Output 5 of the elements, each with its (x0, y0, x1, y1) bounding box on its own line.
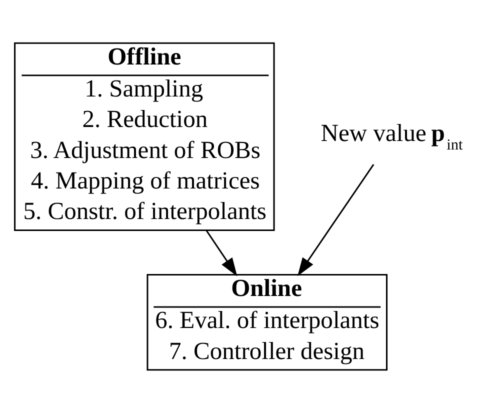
node-box: Offline 1. Sampling 2. Reduction 3. Adjustment of ROBs 4. Mapping of matrices 5. Constr. of interpolants (14, 42, 275, 231)
node-text: New value p$_{int}$ (320, 120, 463, 153)
arrow (298, 163, 374, 276)
node-box: Online 6. Eval. of interpolants 7. Controller design (146, 274, 388, 370)
arrow (206, 230, 238, 276)
